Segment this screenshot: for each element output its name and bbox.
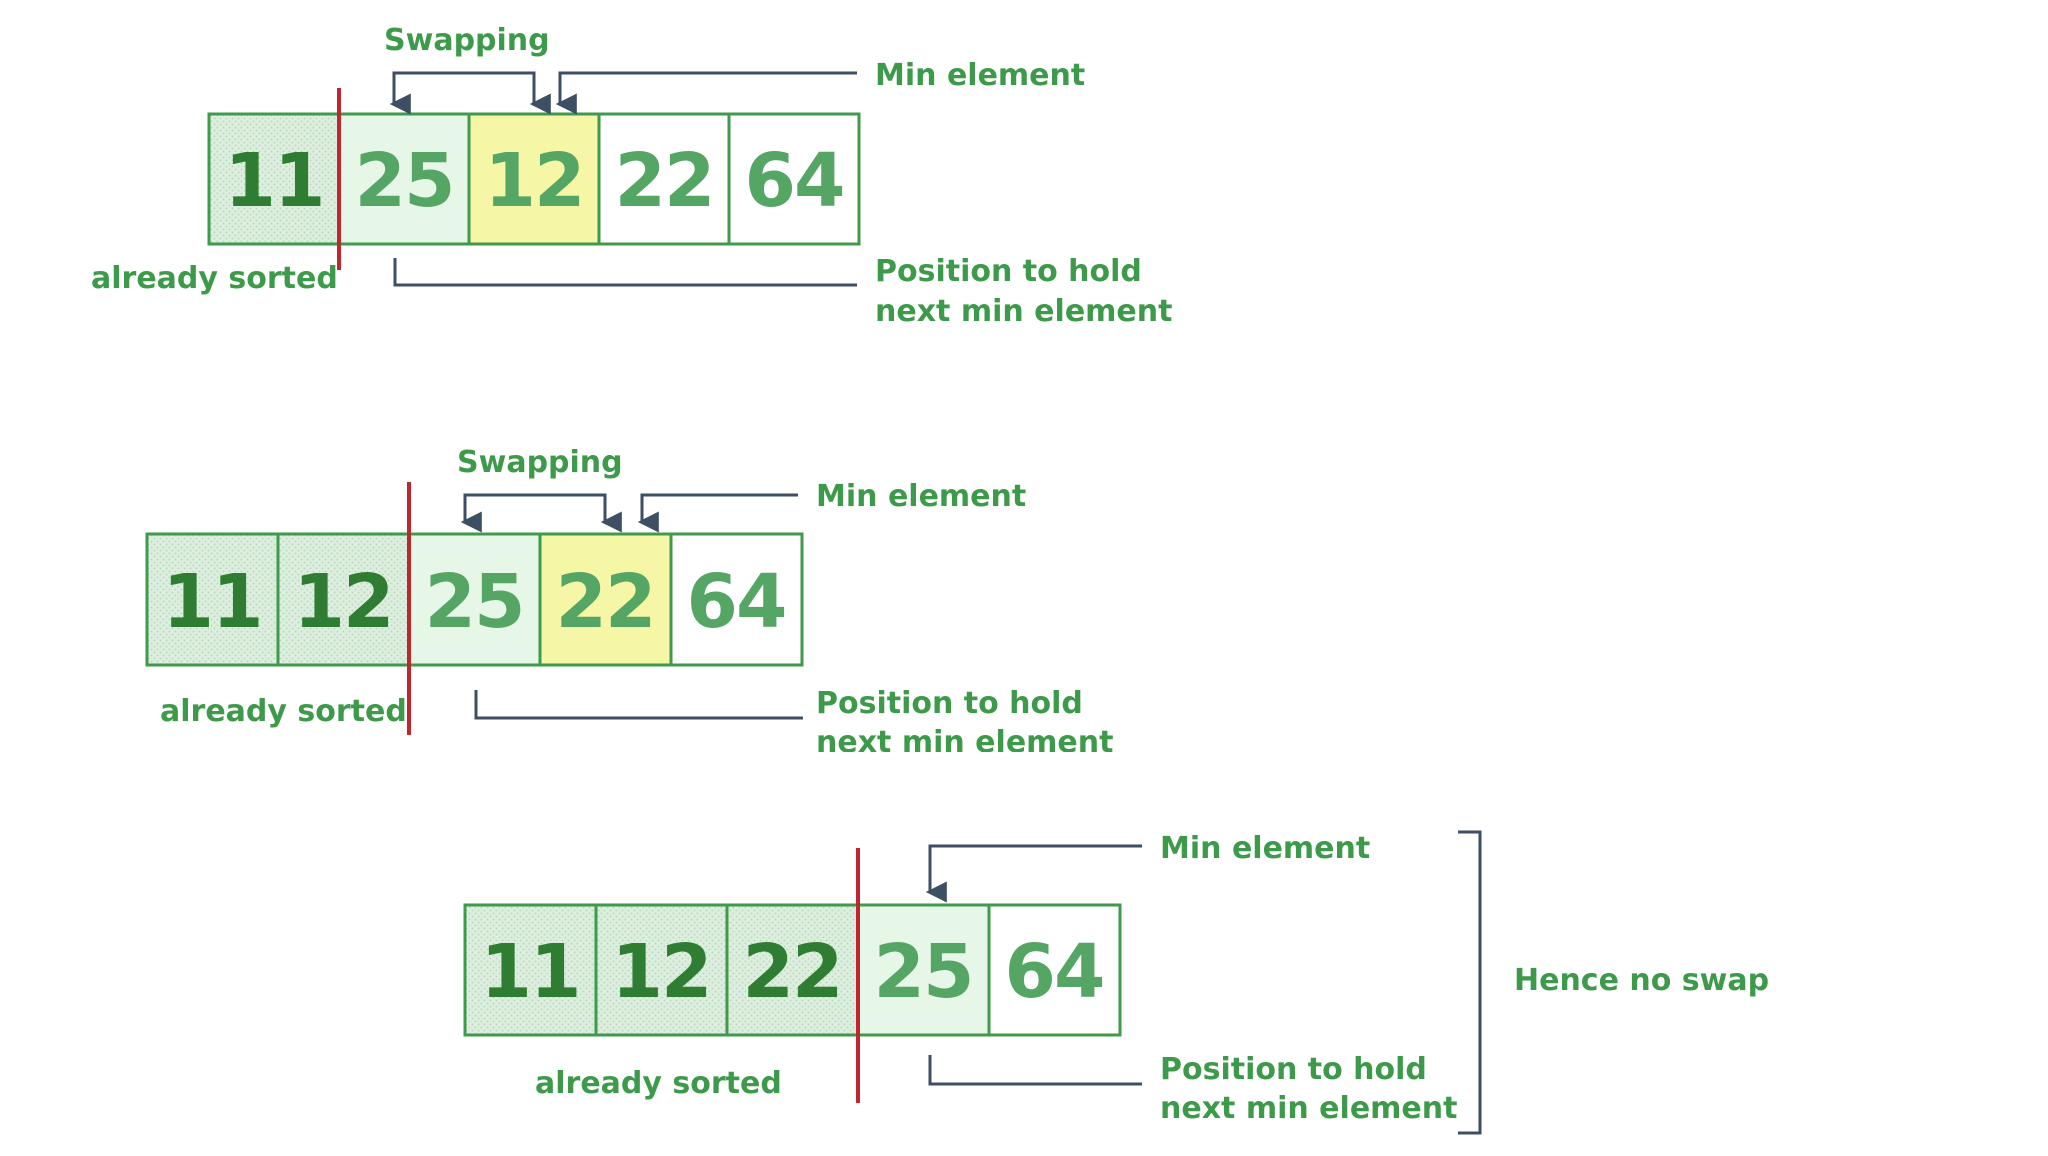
step-3-min-element-label: Min element xyxy=(1160,831,1370,866)
step-3-cell-2-value: 22 xyxy=(743,929,842,1015)
step-3-already-sorted-label: already sorted xyxy=(535,1066,782,1101)
step-2-position-bracket xyxy=(474,690,803,720)
step-2-cell-0-bg xyxy=(147,534,278,665)
step-1-cell-4-value: 64 xyxy=(745,138,844,224)
step-1-cell-2-bg xyxy=(469,114,599,244)
step-3-min-arrow xyxy=(925,844,1142,903)
step-2-cell-3-value: 22 xyxy=(556,559,655,645)
step-3-array: 11 12 22 25 64 xyxy=(463,903,1122,1037)
step-3-cell-2-bg xyxy=(727,905,858,1035)
step-3-cell-1-bg xyxy=(596,905,727,1035)
step-2-swap-arrow xyxy=(460,493,622,533)
step-1-cell-1-bg xyxy=(339,114,469,244)
step-2-cell-4-bg xyxy=(671,534,802,665)
step-1-cell-0-bg xyxy=(209,114,339,244)
step-3-cell-3-bg xyxy=(858,905,989,1035)
step-2-min-element-label: Min element xyxy=(816,479,1026,514)
step-3-cell-4-bg xyxy=(989,905,1120,1035)
step-2-cell-2-value: 25 xyxy=(425,559,524,645)
step-2-cell-2-bg xyxy=(409,534,540,665)
step-3-cell-0-value: 11 xyxy=(481,929,580,1015)
step-2-cell-1-value: 12 xyxy=(294,559,393,645)
step-3-cell-3-value: 25 xyxy=(874,929,973,1015)
step-1-cell-1-value: 25 xyxy=(355,138,454,224)
step-1-min-element-label: Min element xyxy=(875,58,1085,93)
step-3-position-bracket xyxy=(928,1055,1142,1086)
step-2-position-label-line1: Position to hold xyxy=(816,686,1083,721)
step-1-cell-3-bg xyxy=(599,114,729,244)
step-1-already-sorted-label: already sorted xyxy=(91,261,338,296)
step-2: 11 12 25 22 64 Swapping Min element Posi… xyxy=(145,445,1113,760)
step-3-position-label-line2: next min element xyxy=(1160,1091,1457,1126)
step-3-array-border xyxy=(463,903,1122,1037)
step-3-hence-no-swap-label: Hence no swap xyxy=(1514,963,1769,998)
step-2-cell-1-bg xyxy=(278,534,409,665)
step-1-min-arrow xyxy=(555,71,857,115)
step-1-cell-0-value: 11 xyxy=(225,138,324,224)
step-2-array-border xyxy=(145,532,804,667)
step-1-cell-3-value: 22 xyxy=(615,138,714,224)
step-3-cell-1-value: 12 xyxy=(612,929,711,1015)
step-1-swapping-label: Swapping xyxy=(384,23,550,58)
step-1-array: 11 25 12 22 64 xyxy=(207,112,861,246)
step-3-no-swap-bracket xyxy=(1458,830,1482,1135)
step-1-position-bracket xyxy=(393,258,857,287)
step-2-cell-3-bg xyxy=(540,534,671,665)
step-2-position-label-line2: next min element xyxy=(816,725,1113,760)
step-2-cell-0-value: 11 xyxy=(163,559,262,645)
step-2-already-sorted-label: already sorted xyxy=(160,694,407,729)
step-3: 11 12 22 25 64 Min element Position to h… xyxy=(463,830,1769,1135)
step-3-cell-4-value: 64 xyxy=(1005,929,1104,1015)
step-2-position-label-line2-clip: next min element xyxy=(816,725,1113,760)
step-2-min-arrow xyxy=(637,493,798,533)
step-2-cell-4-value: 64 xyxy=(687,559,786,645)
step-1-swap-arrow xyxy=(389,71,551,115)
step-3-position-label-line1: Position to hold xyxy=(1160,1052,1427,1087)
step-1-position-label-line1: Position to hold xyxy=(875,254,1142,289)
step-1-position-label-line2: next min element xyxy=(875,294,1172,329)
step-2-array: 11 12 25 22 64 xyxy=(145,532,804,667)
step-3-cell-0-bg xyxy=(465,905,596,1035)
step-1: 11 25 12 22 64 Swapping Min element Posi… xyxy=(91,23,1172,329)
step-1-cell-4-bg xyxy=(729,114,859,244)
step-1-cell-2-value: 12 xyxy=(485,138,584,224)
step-2-swapping-label: Swapping xyxy=(457,445,623,480)
